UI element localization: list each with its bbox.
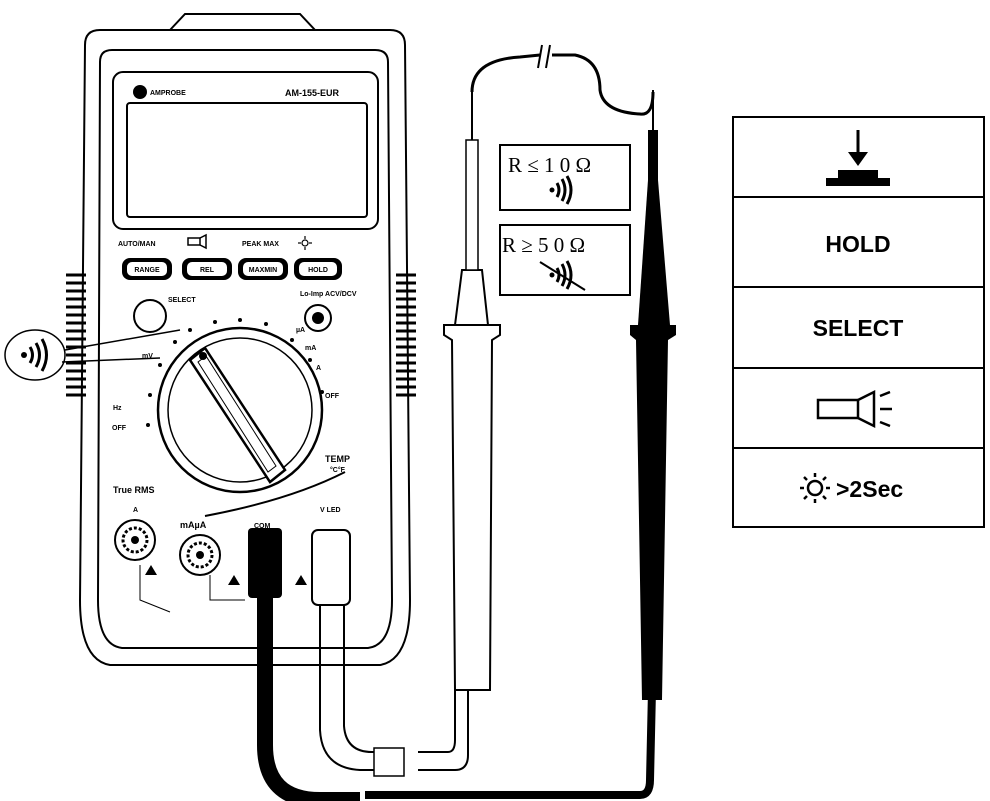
press-button-icon [826, 130, 890, 186]
multimeter: AMPROBE AM-155-EUR AUTO/MAN PEAK MAX RAN… [66, 13, 416, 666]
backlight-caption-icon [298, 236, 312, 250]
select-row-label: SELECT [813, 315, 904, 341]
black-test-lead [248, 90, 676, 801]
lcd-screen [126, 102, 368, 218]
range-button[interactable]: RANGE [122, 258, 172, 280]
maxmin-button[interactable]: MAXMIN [238, 258, 288, 280]
hold-button-label: HOLD [308, 267, 328, 274]
dial-label-a: A [316, 365, 321, 372]
flashlight-caption-icon [187, 233, 207, 250]
jack-a-label: A [133, 507, 138, 514]
jack-ma-label: mAµA [180, 520, 207, 530]
jack-v-label: V LED [320, 507, 341, 514]
backlight-icon [800, 473, 830, 503]
select-button[interactable] [133, 299, 167, 333]
true-rms-label: True RMS [113, 485, 155, 495]
hold-button[interactable]: HOLD [294, 258, 342, 280]
maxmin-button-label: MAXMIN [249, 267, 277, 274]
continuity-off-condition: R ≥ 5 0 Ω [502, 233, 585, 257]
maxmin-button-caption: PEAK MAX [242, 241, 279, 248]
dial-label-ma: mA [305, 345, 316, 352]
continuity-callout [4, 329, 181, 381]
continuity-beep-box: R ≤ 1 0 Ω [499, 144, 631, 211]
jack-ma[interactable] [179, 534, 221, 576]
button-legend-panel: HOLD SELECT >2Sec [732, 116, 985, 528]
flashlight-icon [816, 389, 892, 429]
dial-label-off-left: OFF [112, 425, 127, 432]
jack-com-label: COM [254, 523, 271, 530]
rel-button-label: REL [200, 267, 215, 274]
model-name: AM-155-EUR [285, 88, 340, 98]
range-button-label: RANGE [134, 267, 160, 274]
rotary-switch[interactable] [156, 326, 324, 494]
select-label: SELECT [168, 297, 196, 304]
temp-label: TEMP [325, 454, 350, 464]
warning-icons [145, 565, 307, 585]
lo-imp-caption: Lo-Imp ACV/DCV [300, 291, 357, 298]
hold-row-label: HOLD [825, 231, 890, 257]
red-test-lead [311, 90, 501, 777]
rel-button[interactable]: REL [182, 258, 232, 280]
temp-unit: °C°F [330, 466, 346, 474]
dial-label-mv: mV [142, 353, 153, 360]
shorted-probe-wire [470, 53, 655, 116]
dial-label-hz: Hz [113, 405, 122, 412]
beep-icon [549, 175, 573, 205]
dial-label-off-right: OFF [325, 393, 340, 400]
backlight-row-label: >2Sec [836, 476, 903, 502]
brand-name: AMPROBE [150, 90, 186, 97]
beep-muted-icon [539, 260, 586, 291]
jack-a[interactable] [114, 519, 156, 561]
continuity-on-condition: R ≤ 1 0 Ω [508, 153, 591, 177]
right-grip [396, 273, 416, 397]
dial-label-ua: µA [296, 327, 305, 334]
brand-logo [133, 85, 147, 99]
range-button-caption: AUTO/MAN [118, 241, 156, 248]
no-beep-box: R ≥ 5 0 Ω [499, 224, 631, 296]
